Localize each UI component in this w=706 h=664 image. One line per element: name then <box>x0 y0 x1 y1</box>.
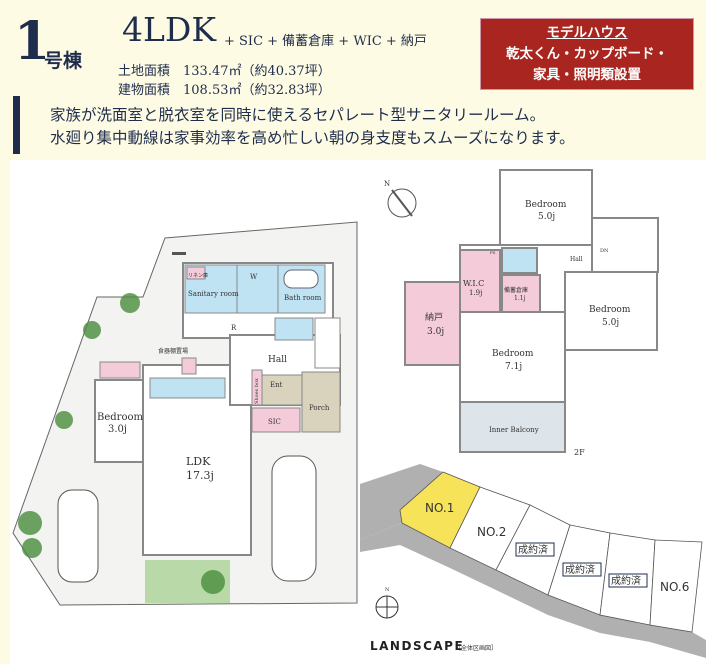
sanitary-label: Sanitary room <box>188 290 239 298</box>
w-label: W <box>250 273 258 281</box>
porch-label: Porch <box>309 404 330 412</box>
lot-1-label: NO.1 <box>425 501 454 515</box>
lot-1[interactable] <box>399 471 481 549</box>
ent-label: Ent <box>270 381 283 389</box>
floor1-plan: リネン庫 Sanitary room W Bath room R Hall En… <box>12 221 358 606</box>
sic-label: SIC <box>268 418 281 426</box>
car-right <box>271 455 317 582</box>
shoes-box-label: Shoes box <box>254 378 260 404</box>
balcony-label: Inner Balcony <box>489 426 539 434</box>
nando-label: 納戸 <box>425 311 443 323</box>
landscape-title: LANDSCAPE <box>370 639 464 653</box>
landscape-map: NO.1 NO.2 成約済 成約済 成約済 NO.6 N LANDSCAPE ［… <box>360 464 706 658</box>
pantry-label: 食器棚置場 <box>158 347 188 355</box>
svg-text:N: N <box>384 180 390 188</box>
bath-label: Bath room <box>284 294 322 302</box>
lot-4-label: 成約済 <box>565 563 595 576</box>
lot-6[interactable] <box>649 539 703 633</box>
ps-label: PS <box>490 250 496 255</box>
bedroom-top-label: Bedroom <box>525 200 567 210</box>
wic-label: W.I.C <box>463 279 484 288</box>
storage-size: 1.1j <box>514 295 526 302</box>
model-house-badge: モデルハウス 乾太くん・カップボード・ 家具・照明類設置 <box>480 18 694 90</box>
r-label: R <box>231 324 237 332</box>
land-area: 土地面積 133.47㎡（約40.37坪） <box>118 64 331 79</box>
bedroom-main-size: 7.1j <box>505 362 522 372</box>
floor2-label: 2F <box>574 448 585 457</box>
bedroom-right-label: Bedroom <box>589 305 631 315</box>
landscape-compass-icon: N <box>375 587 399 619</box>
storage-label: 備蓄倉庫 <box>504 286 528 294</box>
laundry-room <box>236 264 279 314</box>
bedroom-right-size: 5.0j <box>602 318 619 328</box>
dn-label: DN <box>600 248 609 254</box>
landscape-subtitle: ［全体区画図］ <box>455 644 497 652</box>
lot-6-label: NO.6 <box>660 580 689 594</box>
svg-text:N: N <box>385 587 390 593</box>
building-area: 建物面積 108.53㎡（約32.83坪） <box>118 83 331 98</box>
car-left <box>57 489 99 583</box>
bedroom-main-label: Bedroom <box>492 349 534 359</box>
floor2-plan: Bedroom 5.0j Hall DN PS W.I.C 1.9j 備蓄倉庫 … <box>404 169 659 457</box>
description-line2: 水廻り集中動線は家事効率を高め忙しい朝の身支度もスムーズになります。 <box>50 129 575 147</box>
north-compass-icon: N <box>384 180 417 218</box>
lot-3-label: 成約済 <box>518 543 548 556</box>
road-lower <box>360 523 706 658</box>
linen-label: リネン庫 <box>188 272 208 279</box>
lot-2-label: NO.2 <box>477 525 506 539</box>
building-number: 1 <box>14 11 51 72</box>
layout-type: 4LDK <box>122 10 217 49</box>
bedroom-1f-size: 3.0j <box>108 424 127 435</box>
stairs <box>314 317 341 369</box>
accent-bar <box>13 96 20 154</box>
ldk-label: LDK <box>186 455 211 468</box>
nando-size: 3.0j <box>427 327 444 337</box>
kitchen-counter <box>149 377 226 399</box>
road-upper <box>360 464 443 540</box>
entrance <box>261 374 303 406</box>
building-suffix: 号棟 <box>44 50 83 72</box>
description: 家族が洗面室と脱衣室を同時に使えるセパレート型サニタリールーム。 水廻り集中動線… <box>50 104 575 150</box>
bedroom-top-size: 5.0j <box>538 212 555 222</box>
bedroom-1f-label: Bedroom <box>97 412 143 423</box>
lot-5-label: 成約済 <box>611 574 641 587</box>
layout-extras: + SIC + 備蓄倉庫 + WIC + 納戸 <box>224 34 427 49</box>
badge-title: モデルハウス <box>546 25 628 41</box>
ldk-size: 17.3j <box>186 469 214 482</box>
porch <box>301 371 341 433</box>
sic <box>251 407 301 433</box>
hall-2f-label: Hall <box>570 256 583 263</box>
wic-size: 1.9j <box>469 289 482 297</box>
description-line1: 家族が洗面室と脱衣室を同時に使えるセパレート型サニタリールーム。 <box>50 106 546 124</box>
toilet <box>274 317 314 341</box>
floor-plan-area: リネン庫 Sanitary room W Bath room R Hall En… <box>10 160 706 664</box>
badge-line2: 家具・照明類設置 <box>533 67 641 83</box>
hall-label: Hall <box>268 355 287 365</box>
badge-line1: 乾太くん・カップボード・ <box>506 46 668 62</box>
